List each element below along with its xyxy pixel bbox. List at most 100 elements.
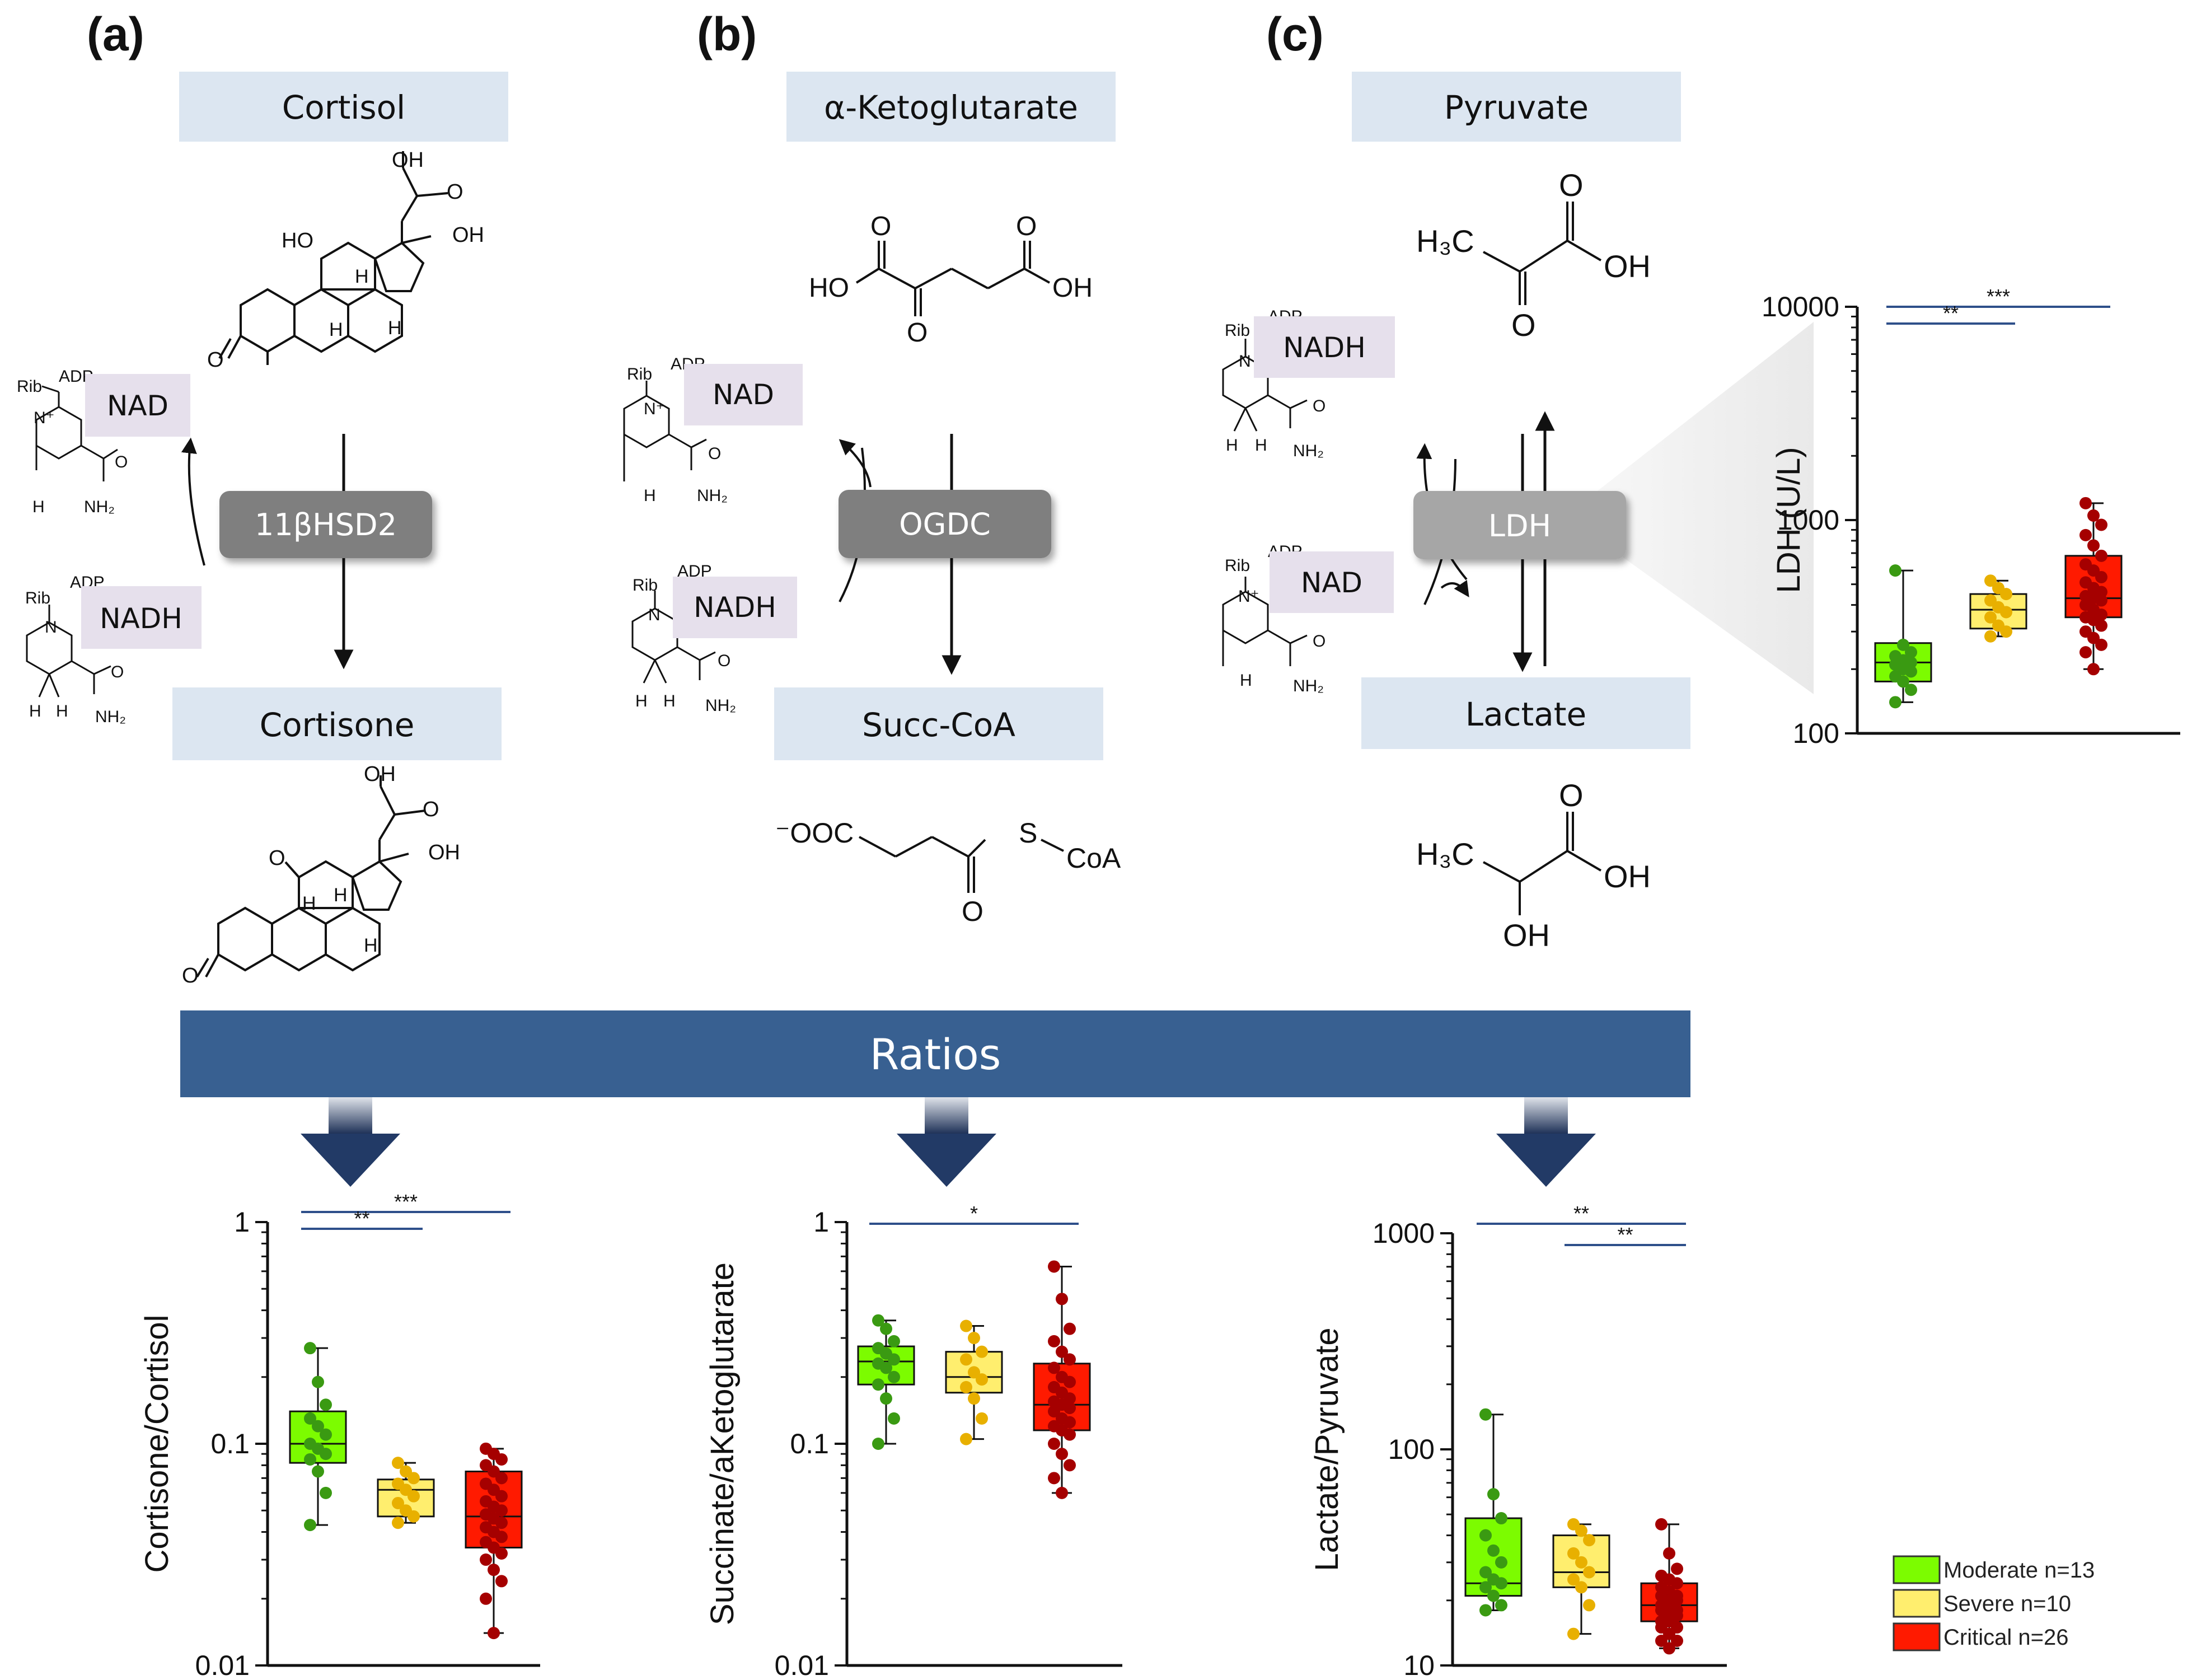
cortisone-cortisol-sig-label: ***	[394, 1190, 418, 1213]
data-point	[888, 1412, 900, 1425]
nad-box-b	[684, 364, 803, 425]
panel-label-b: (b)	[697, 8, 757, 60]
data-point	[1064, 1416, 1076, 1429]
data-point	[312, 1420, 324, 1433]
cortisone-box	[172, 687, 502, 760]
data-point	[1575, 1581, 1587, 1594]
ldh-group-critical	[2064, 497, 2123, 676]
nadh-structure-c	[1222, 339, 1308, 432]
down-arrow-c	[1496, 1097, 1596, 1187]
cortisol-oh-top: OH	[392, 148, 424, 172]
nad-h-a: H	[32, 498, 45, 516]
lactate-pyruvate-y-label: Lactate/Pyruvate	[1309, 1327, 1345, 1571]
succinate-aketoglutarate-tick-label: 0.1	[790, 1428, 829, 1459]
data-point	[1495, 1577, 1507, 1590]
nadh-h2-c: H	[1255, 436, 1267, 455]
legend-swatch-severe	[1893, 1589, 1941, 1618]
data-point	[1897, 675, 1909, 688]
cortisone-cortisol-tick-label: 0.01	[195, 1650, 250, 1680]
nad-o-c: O	[1313, 632, 1325, 651]
data-point	[2087, 539, 2100, 552]
data-point	[1048, 1438, 1060, 1450]
nadh-o-b: O	[718, 652, 730, 670]
data-point	[1064, 1375, 1076, 1388]
data-point	[968, 1366, 980, 1379]
nadh-h2-b: H	[663, 692, 676, 710]
nadh-structure-a	[26, 605, 111, 698]
data-point	[1671, 1562, 1683, 1575]
lactate-label: Lactate	[1465, 695, 1586, 733]
data-point	[888, 1335, 900, 1347]
akg-o1: O	[870, 212, 891, 241]
cortisol-o-3: O	[207, 348, 224, 372]
cortisol-structure	[218, 151, 448, 365]
data-point	[2000, 625, 2012, 638]
cofactor-arrow-b	[839, 439, 872, 488]
data-point	[495, 1453, 508, 1466]
nad-n-b: N⁺	[644, 400, 665, 418]
nad-nh2-b: NH₂	[697, 486, 728, 505]
ldh-sig-label: **	[1943, 302, 1959, 325]
data-point	[872, 1438, 884, 1450]
pyruvate-o1: O	[1559, 167, 1584, 203]
data-point	[320, 1398, 332, 1411]
cortisone-cortisol-tick-label: 1	[234, 1206, 250, 1238]
cortisone-o-3: O	[182, 964, 199, 988]
data-point	[304, 1412, 316, 1425]
nad-n-c: N⁺	[1238, 587, 1259, 606]
cortisol-ho: HO	[282, 229, 313, 252]
data-point	[872, 1378, 884, 1391]
data-point	[1567, 1547, 1580, 1560]
data-point	[1048, 1405, 1060, 1418]
data-point	[1064, 1402, 1076, 1415]
succinate-aketoglutarate-group-severe	[945, 1319, 1003, 1445]
cortisone-structure	[196, 775, 426, 978]
data-point	[2079, 528, 2092, 541]
nad-h-b: H	[644, 486, 656, 505]
data-point	[1495, 1599, 1507, 1612]
succcoa-s: S	[1019, 817, 1037, 849]
panel-a: Cortisol OH O OH HO O H H H	[17, 72, 508, 988]
data-point	[1655, 1518, 1668, 1531]
data-point	[320, 1486, 332, 1499]
lactate-pyruvate-tick-label: 10	[1403, 1650, 1435, 1680]
data-point	[968, 1332, 980, 1345]
data-point	[1056, 1293, 1068, 1305]
data-point	[1056, 1345, 1068, 1358]
cofactor-arrow-a	[181, 437, 205, 566]
data-point	[1495, 1512, 1507, 1525]
cortisone-o: O	[423, 798, 439, 821]
data-point	[495, 1517, 508, 1529]
succcoa-ooc: ⁻OOC	[775, 817, 854, 849]
data-point	[2095, 518, 2107, 531]
data-point	[880, 1361, 892, 1374]
cortisone-cortisol-y-label: Cortisone/Cortisol	[139, 1315, 175, 1573]
pyruvate-label: Pyruvate	[1444, 88, 1589, 127]
akg-o2: O	[1016, 212, 1037, 241]
ldh-group-moderate	[1874, 564, 1932, 709]
nadh-n-b: N	[648, 606, 661, 624]
data-point	[495, 1547, 508, 1560]
data-point	[1575, 1556, 1587, 1569]
data-point	[1048, 1260, 1060, 1273]
ldh-group-severe	[1969, 574, 2027, 643]
enzyme-box-a	[219, 491, 432, 558]
lactate-pyruvate-group-moderate	[1464, 1408, 1523, 1617]
data-point	[976, 1373, 988, 1386]
data-point	[304, 1453, 316, 1466]
succinate-aketoglutarate-group-moderate	[857, 1314, 915, 1450]
succinate-aketoglutarate-y-label: Succinate/aKetoglutarate	[704, 1262, 741, 1625]
legend-label-critical: Critical n=26	[1943, 1625, 2068, 1650]
box	[289, 1410, 347, 1464]
zoom-wedge	[1595, 322, 1814, 694]
lactate-oh2: OH	[1503, 918, 1550, 953]
data-point	[880, 1392, 892, 1405]
lactate-pyruvate-tick-label: 100	[1388, 1434, 1435, 1465]
nad-o-b: O	[708, 444, 721, 463]
akg-o3: O	[907, 318, 928, 348]
cortisone-label: Cortisone	[260, 706, 415, 744]
enzyme-box-c	[1413, 491, 1626, 559]
data-point	[2000, 588, 2012, 601]
